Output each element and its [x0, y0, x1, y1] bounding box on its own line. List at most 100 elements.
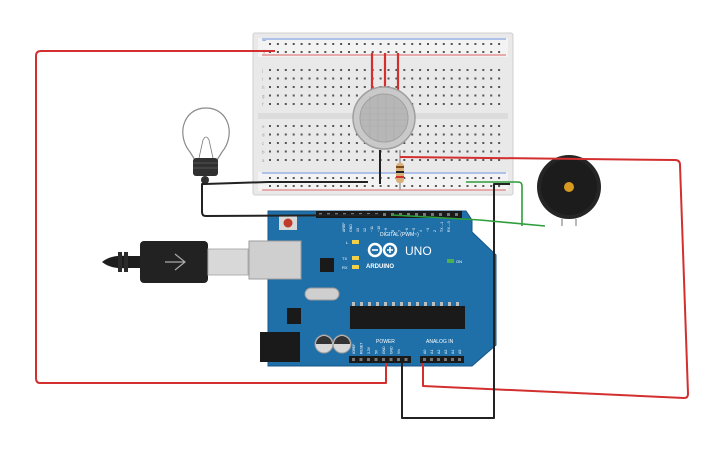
breadboard-hole[interactable] — [458, 150, 461, 153]
breadboard-hole[interactable] — [316, 142, 319, 144]
rail-hole[interactable] — [276, 185, 279, 187]
rail-hole[interactable] — [300, 51, 303, 53]
breadboard-hole[interactable] — [363, 77, 366, 80]
breadboard-hole[interactable] — [482, 133, 485, 136]
breadboard-hole[interactable] — [316, 125, 319, 127]
breadboard-hole[interactable] — [292, 159, 295, 161]
breadboard-hole[interactable] — [316, 69, 319, 71]
breadboard-hole[interactable] — [403, 77, 406, 80]
breadboard-hole[interactable] — [324, 86, 327, 88]
header-pin[interactable] — [374, 358, 378, 361]
rail-hole[interactable] — [419, 51, 422, 53]
breadboard-hole[interactable] — [474, 125, 477, 127]
breadboard-hole[interactable] — [419, 125, 422, 127]
breadboard-hole[interactable] — [466, 133, 469, 136]
breadboard-hole[interactable] — [348, 86, 350, 88]
breadboard-hole[interactable] — [411, 94, 414, 97]
breadboard-hole[interactable] — [458, 77, 461, 80]
rail-hole[interactable] — [269, 185, 271, 187]
digital-header[interactable] — [316, 211, 462, 218]
rail-hole[interactable] — [348, 185, 350, 187]
breadboard-hole[interactable] — [482, 94, 485, 97]
breadboard-hole[interactable] — [466, 142, 469, 144]
breadboard-hole[interactable] — [434, 159, 437, 161]
breadboard-hole[interactable] — [490, 77, 493, 80]
breadboard-hole[interactable] — [482, 86, 485, 88]
header-pin[interactable] — [382, 358, 385, 361]
breadboard-hole[interactable] — [379, 69, 382, 71]
breadboard-hole[interactable] — [450, 94, 453, 97]
breadboard-hole[interactable] — [419, 159, 422, 161]
breadboard-hole[interactable] — [332, 125, 335, 127]
rail-hole[interactable] — [355, 185, 358, 187]
breadboard-hole[interactable] — [284, 159, 287, 161]
breadboard-hole[interactable] — [308, 150, 311, 153]
breadboard-hole[interactable] — [316, 133, 319, 136]
rail-hole[interactable] — [340, 51, 343, 53]
breadboard-hole[interactable] — [419, 133, 422, 136]
breadboard-hole[interactable] — [466, 150, 469, 153]
breadboard-hole[interactable] — [340, 133, 343, 136]
breadboard-hole[interactable] — [276, 150, 279, 153]
header-pin[interactable] — [404, 358, 408, 361]
rail-hole[interactable] — [363, 43, 366, 45]
breadboard-hole[interactable] — [419, 77, 422, 80]
breadboard-hole[interactable] — [269, 150, 271, 153]
breadboard-hole[interactable] — [498, 150, 501, 153]
breadboard-hole[interactable] — [427, 142, 429, 144]
breadboard-hole[interactable] — [427, 86, 429, 88]
breadboard-hole[interactable] — [276, 77, 279, 80]
breadboard-hole[interactable] — [363, 86, 366, 88]
breadboard-hole[interactable] — [403, 86, 406, 88]
breadboard-hole[interactable] — [292, 133, 295, 136]
breadboard-hole[interactable] — [450, 150, 453, 153]
breadboard-hole[interactable] — [308, 142, 311, 144]
breadboard-hole[interactable] — [395, 86, 398, 88]
breadboard-hole[interactable] — [340, 150, 343, 153]
rail-hole[interactable] — [284, 51, 287, 53]
rail-hole[interactable] — [284, 185, 287, 187]
breadboard-hole[interactable] — [450, 77, 453, 80]
breadboard-hole[interactable] — [403, 150, 406, 153]
breadboard-hole[interactable] — [442, 150, 445, 153]
rail-hole[interactable] — [284, 177, 287, 179]
breadboard-hole[interactable] — [427, 103, 429, 105]
header-pin[interactable] — [423, 213, 426, 216]
breadboard-hole[interactable] — [284, 150, 287, 153]
header-pin[interactable] — [423, 358, 426, 361]
rail-hole[interactable] — [332, 185, 335, 187]
breadboard-hole[interactable] — [498, 94, 501, 97]
breadboard-hole[interactable] — [411, 159, 414, 161]
rail-hole[interactable] — [458, 43, 461, 45]
breadboard-hole[interactable] — [434, 142, 437, 144]
breadboard-hole[interactable] — [490, 103, 493, 105]
breadboard-hole[interactable] — [442, 159, 445, 161]
breadboard-hole[interactable] — [332, 103, 335, 105]
rail-hole[interactable] — [292, 51, 295, 53]
breadboard-hole[interactable] — [387, 150, 390, 153]
breadboard-hole[interactable] — [308, 77, 311, 80]
breadboard-hole[interactable] — [466, 103, 469, 105]
breadboard-hole[interactable] — [300, 94, 303, 97]
rail-hole[interactable] — [427, 185, 429, 187]
rail-hole[interactable] — [403, 177, 406, 179]
rail-hole[interactable] — [474, 185, 477, 187]
breadboard-hole[interactable] — [355, 159, 358, 161]
breadboard-hole[interactable] — [474, 103, 477, 105]
rail-hole[interactable] — [395, 185, 398, 187]
breadboard-hole[interactable] — [427, 77, 429, 80]
breadboard-hole[interactable] — [340, 142, 343, 144]
wire-black-bulb[interactable] — [201, 181, 381, 217]
rail-hole[interactable] — [324, 51, 327, 53]
rail-hole[interactable] — [474, 43, 477, 45]
breadboard-hole[interactable] — [340, 77, 343, 80]
breadboard-hole[interactable] — [292, 125, 295, 127]
breadboard-hole[interactable] — [482, 150, 485, 153]
resistor[interactable] — [396, 150, 404, 190]
breadboard-hole[interactable] — [395, 69, 398, 71]
breadboard-hole[interactable] — [292, 142, 295, 144]
breadboard-hole[interactable] — [450, 103, 453, 105]
breadboard-hole[interactable] — [371, 159, 374, 161]
breadboard-hole[interactable] — [427, 69, 429, 71]
breadboard-hole[interactable] — [355, 86, 358, 88]
